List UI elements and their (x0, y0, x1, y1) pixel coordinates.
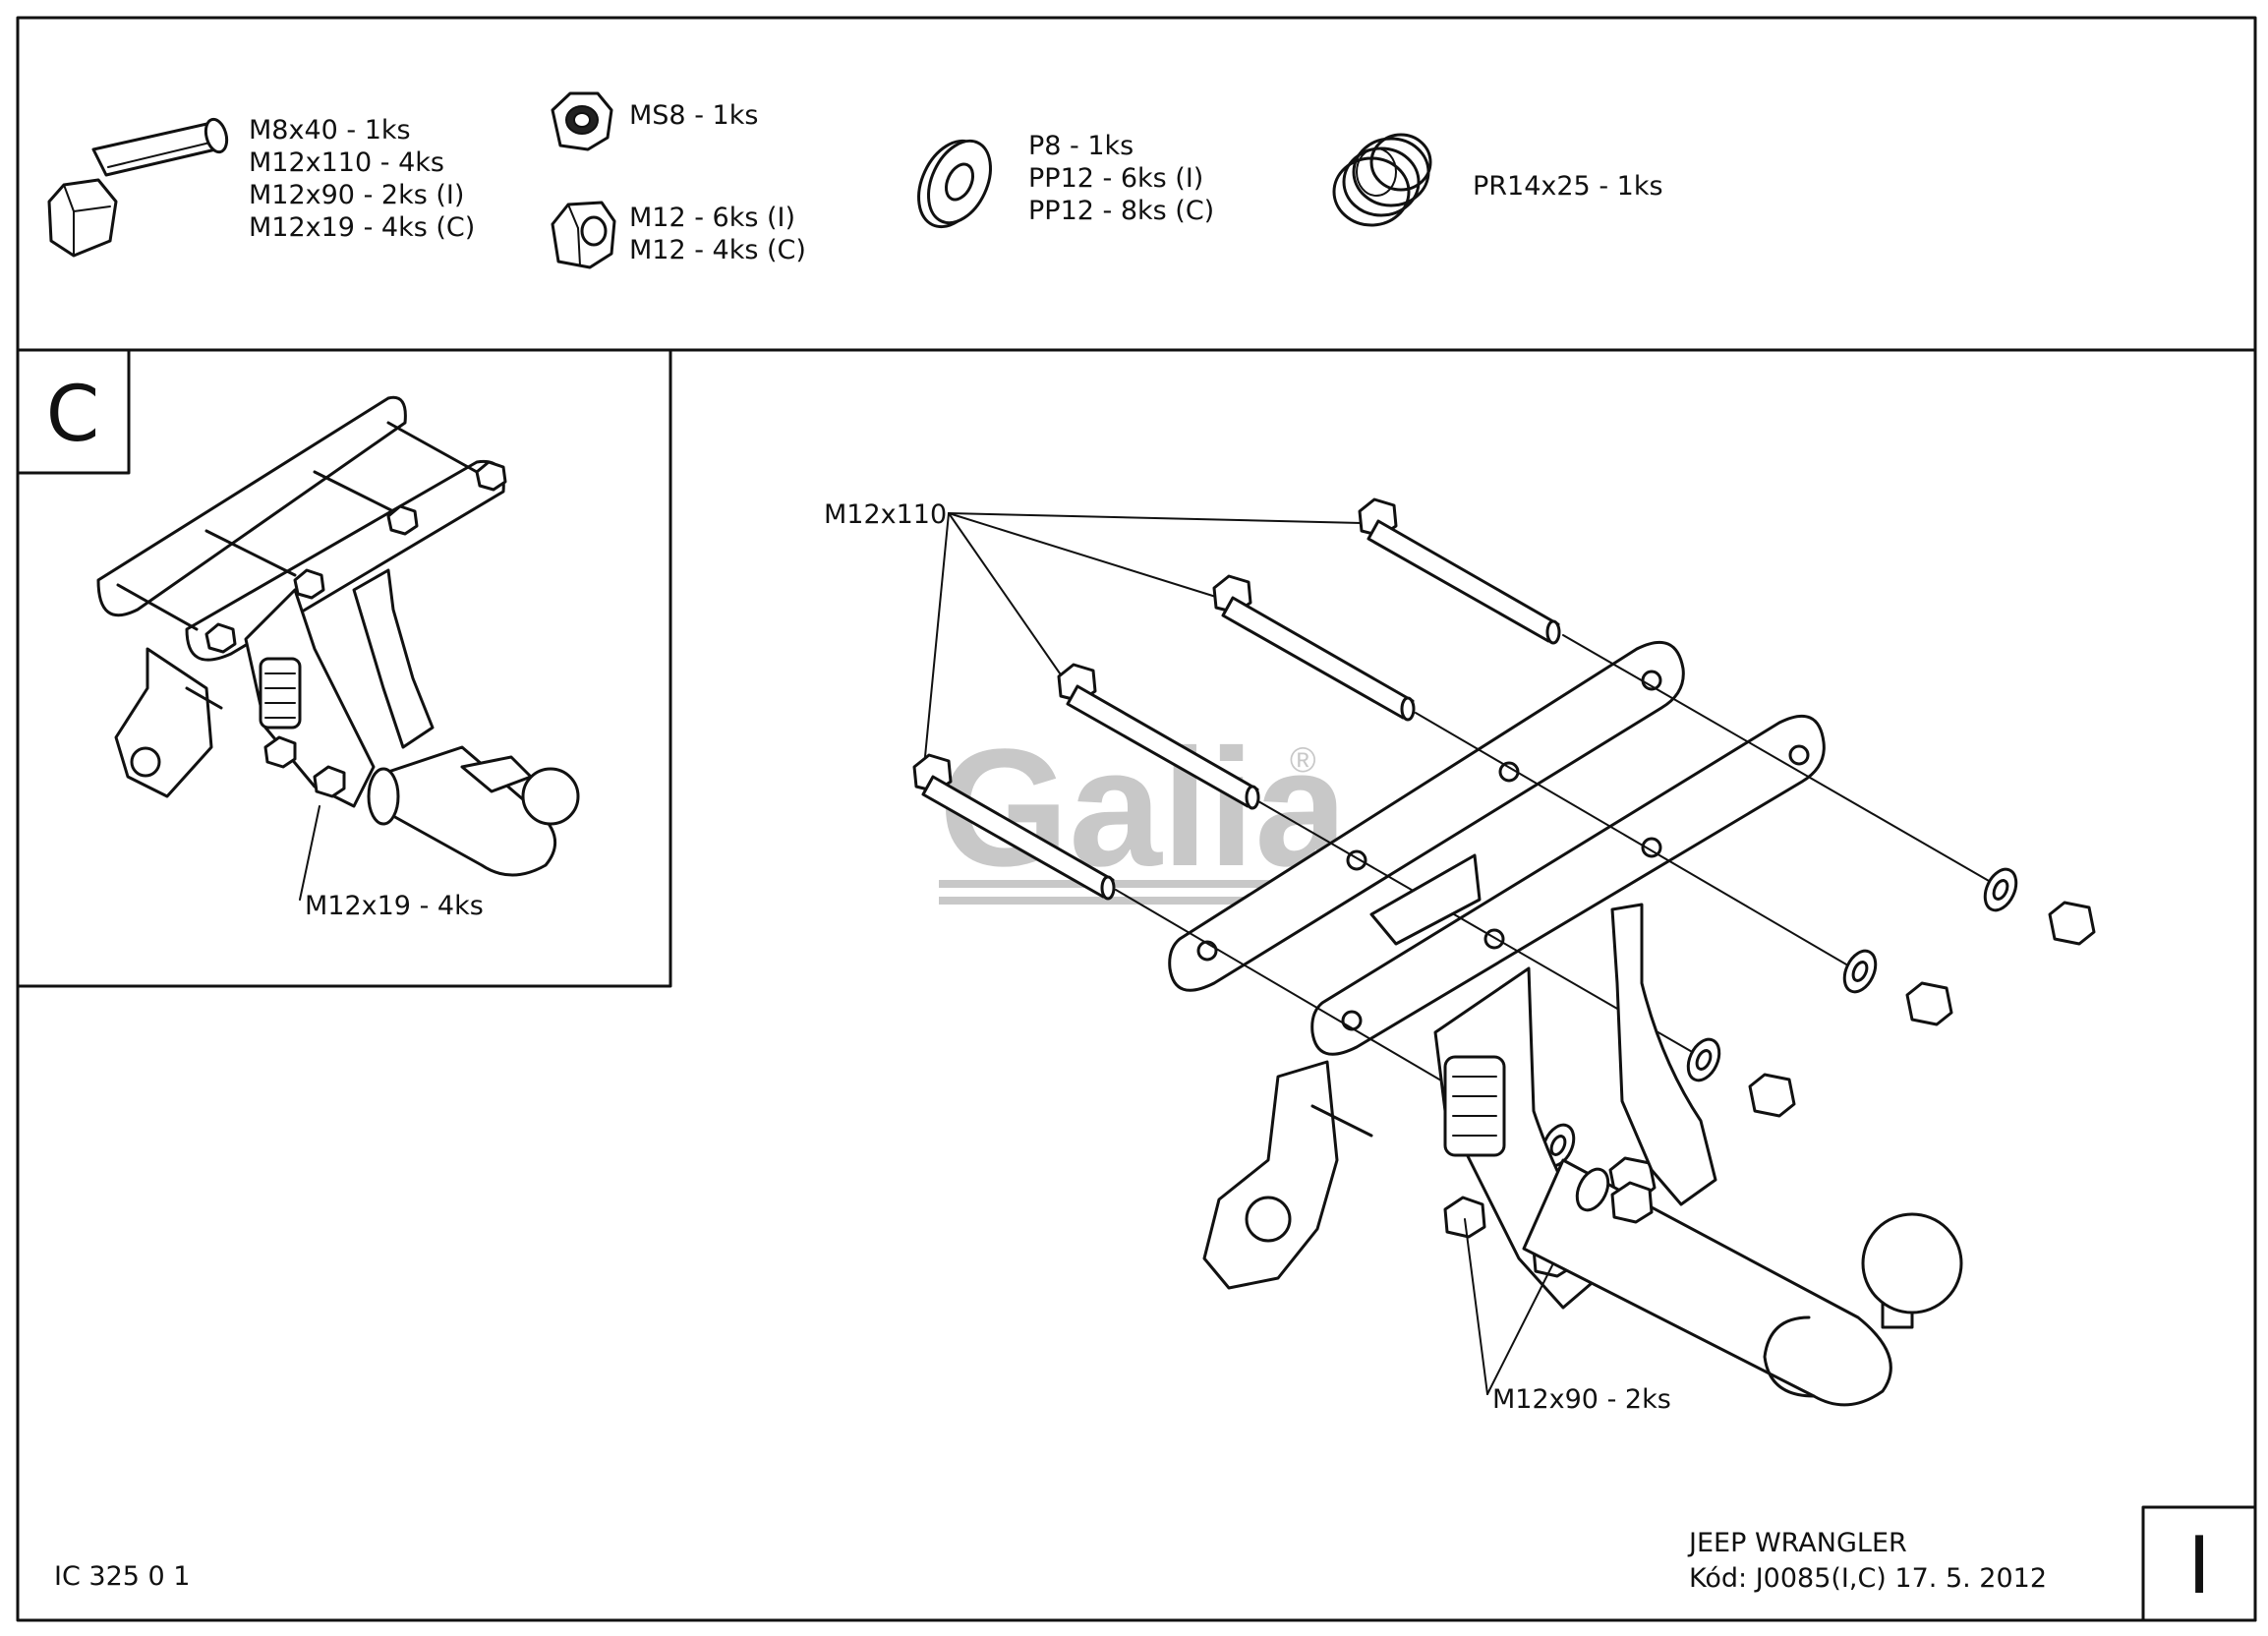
sheet-label-box (2141, 1505, 2257, 1622)
bolt-spec-1: M8x40 - 1ks (249, 115, 411, 146)
rear-mounting-plate (1310, 714, 1826, 1056)
doc-number: IC 325 0 1 (54, 1561, 190, 1592)
detail-c-towbar-drawing (96, 395, 580, 877)
bolt-spec-4: M12x19 - 4ks (C) (249, 212, 475, 243)
bolt-spec-2: M12x110 - 4ks (249, 147, 444, 178)
bolt-axis-lines (1115, 634, 1997, 1141)
nut-spec-2: M12 - 4ks (C) (629, 235, 806, 265)
bolt-callout-bottom: M12x90 - 2ks (1492, 1384, 1671, 1415)
bolt-callout-bottom-leaders (1464, 1218, 1554, 1395)
self-lock-nut-spec: MS8 - 1ks (629, 100, 758, 131)
detail-c-label: C (46, 371, 99, 459)
long-bolts (912, 497, 1561, 901)
watermark-registered-mark: ® (1290, 739, 1316, 780)
bolt-icon (47, 117, 229, 258)
washer-spec-2: PP12 - 6ks (I) (1028, 163, 1203, 194)
detail-c-callout-leader (299, 805, 320, 901)
detail-c-label-box (16, 348, 131, 475)
spring-washer-icon (1332, 133, 1432, 227)
self-lock-nut-icon (551, 91, 613, 151)
nut-icon (551, 201, 616, 269)
washer-icon (917, 139, 992, 229)
bolt-spec-3: M12x90 - 2ks (I) (249, 180, 464, 210)
spring-washer-spec: PR14x25 - 1ks (1473, 171, 1663, 202)
sheet-label: I (2187, 1520, 2211, 1611)
watermark-underline-1 (939, 880, 1332, 888)
bolt-callout-top: M12x110 (824, 499, 947, 530)
socket-bracket (1202, 1060, 1373, 1290)
washer-spec-1: P8 - 1ks (1028, 131, 1134, 161)
bolt-callout-top-leaders (923, 512, 1363, 768)
detail-c-callout: M12x19 - 4ks (305, 891, 484, 921)
code-and-date: Kód: J0085(I,C) 17. 5. 2012 (1689, 1563, 2047, 1594)
vehicle-name: JEEP WRANGLER (1687, 1528, 1907, 1558)
tow-ball-assembly (1522, 1158, 1963, 1407)
nut-spec-1: M12 - 6ks (I) (629, 203, 795, 233)
washer-spec-3: PP12 - 8ks (C) (1028, 196, 1214, 226)
detail-c-panel (16, 348, 672, 988)
